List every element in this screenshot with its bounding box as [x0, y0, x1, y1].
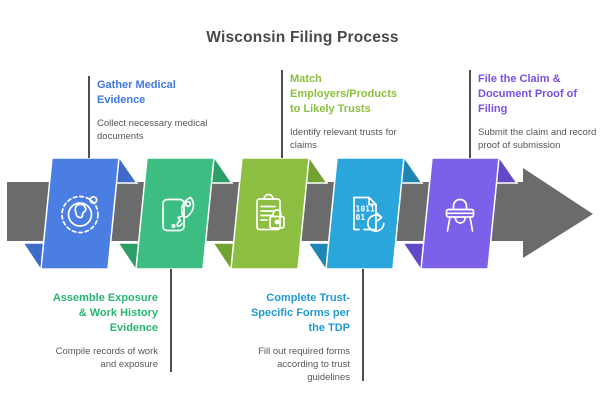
step-label-4: Complete Trust- Specific Forms per the T… [210, 291, 350, 384]
step-label-1: Gather Medical Evidence Collect necessar… [97, 78, 222, 143]
connector-line-step5 [469, 70, 471, 158]
step-label-3: Match Employers/Products to Likely Trust… [290, 72, 430, 152]
svg-text:1011: 1011 [356, 205, 375, 214]
step-description: Identify relevant trusts for claims [290, 127, 397, 151]
connector-line-step4 [362, 269, 364, 381]
step-description: Submit the claim and record proof of sub… [478, 127, 597, 151]
step-heading: File the Claim & Document Proof of Filin… [478, 73, 577, 115]
banner-body [230, 157, 310, 270]
step-description: Collect necessary medical documents [97, 118, 208, 142]
step-label-2: Assemble Exposure & Work History Evidenc… [18, 291, 158, 371]
step-description: Fill out required forms according to tru… [258, 346, 350, 383]
page-title: Wisconsin Filing Process [206, 29, 399, 46]
connector-line-step3 [281, 70, 283, 158]
binary-document-refresh-icon: 1011 01 [353, 196, 385, 232]
step-heading: Gather Medical Evidence [97, 79, 176, 106]
step-banner-4: 1011 01 [306, 155, 424, 273]
connector-line-step1 [88, 76, 90, 158]
banner-body [135, 157, 215, 270]
step-heading: Complete Trust- Specific Forms per the T… [250, 292, 350, 334]
step-banner-5 [401, 155, 519, 273]
banner-body [40, 157, 120, 270]
svg-text:01: 01 [356, 213, 366, 222]
step-heading: Assemble Exposure & Work History Evidenc… [52, 292, 158, 334]
step-label-5: File the Claim & Document Proof of Filin… [478, 72, 603, 152]
step-banner-2 [116, 155, 234, 273]
step-banner-3 [211, 155, 329, 273]
connector-line-step2 [170, 269, 172, 372]
step-heading: Match Employers/Products to Likely Trust… [290, 73, 397, 115]
step-description: Compile records of work and exposure [55, 346, 158, 370]
clipboard-lock-icon [256, 193, 285, 231]
step-banner-1 [21, 155, 139, 273]
banner-body [325, 157, 405, 270]
globe-orbit-icon [61, 195, 99, 234]
phone-rocket-icon [162, 196, 195, 232]
high-chair-icon [445, 198, 475, 232]
